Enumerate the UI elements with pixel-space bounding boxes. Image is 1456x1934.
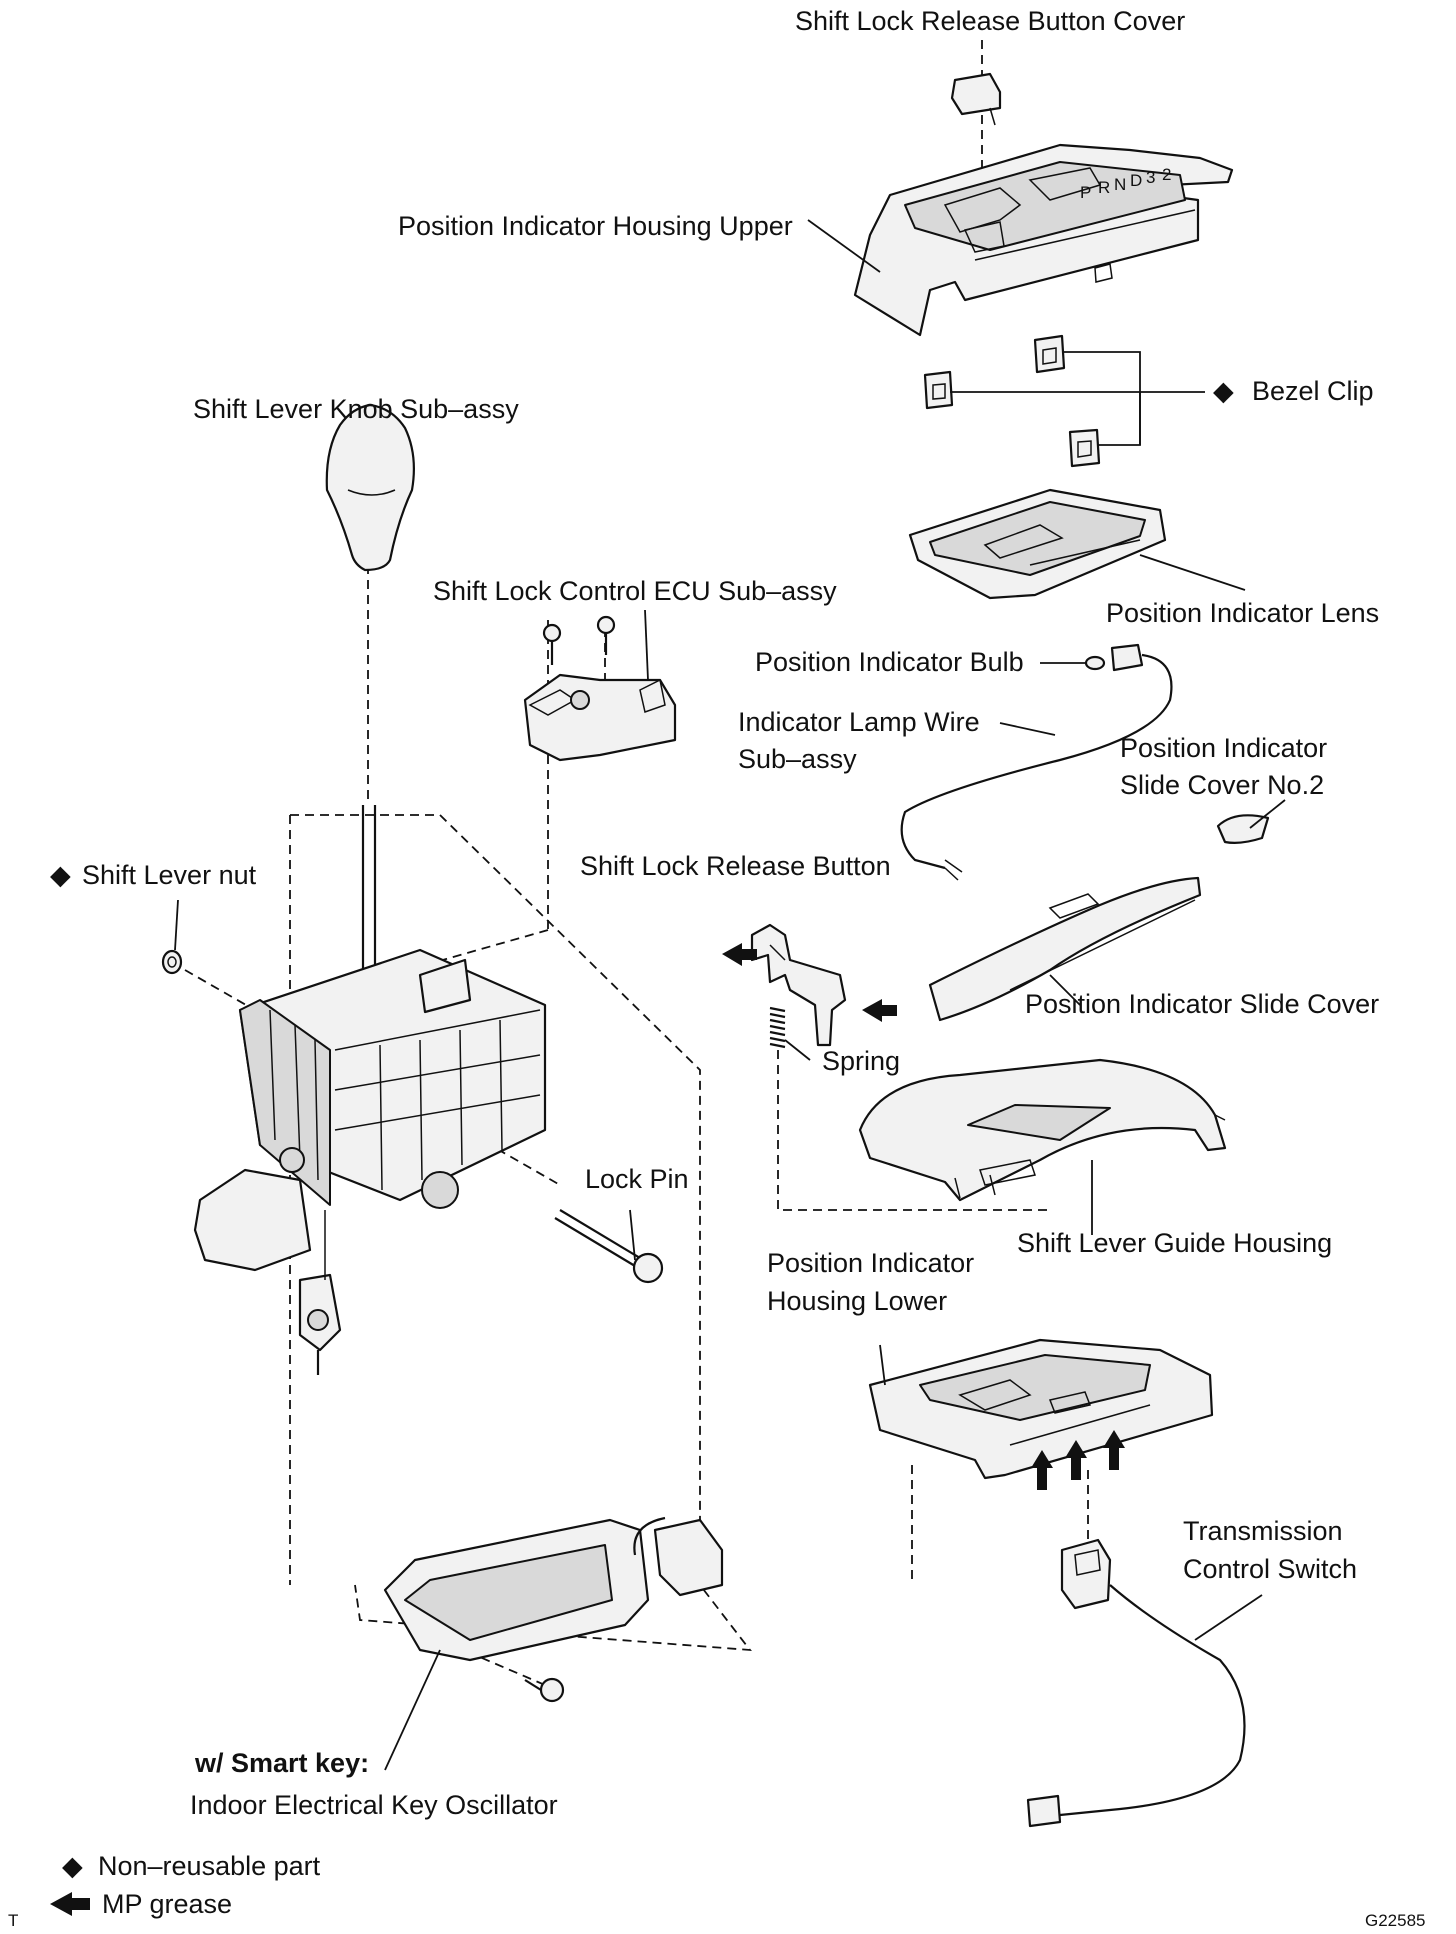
label-shift-lock-release-button: Shift Lock Release Button: [580, 851, 891, 881]
gear-letter-3: 3: [1146, 168, 1155, 187]
spring-part: [769, 1006, 786, 1049]
label-indicator-lamp-wire-line2: Sub–assy: [738, 744, 857, 774]
shift-lever-guide-housing-part: [858, 1058, 1227, 1202]
shift-lock-release-button-part: [750, 923, 847, 1047]
figure-code: G22585: [1365, 1911, 1426, 1930]
indicator-lamp-wire-part: [900, 643, 1173, 881]
grease-arrow-icon: [722, 943, 757, 966]
label-transmission-control-switch-line1: Transmission: [1183, 1516, 1343, 1546]
label-housing-lower-line2: Housing Lower: [767, 1286, 947, 1316]
label-shift-lever-knob-sub-assy: Shift Lever Knob Sub–assy: [193, 394, 519, 424]
label-shift-lock-release-button-cover: Shift Lock Release Button Cover: [795, 6, 1185, 36]
label-housing-lower-line1: Position Indicator: [767, 1248, 974, 1278]
label-shift-lever-nut: Shift Lever nut: [82, 860, 257, 890]
gear-letter-2: 2: [1162, 165, 1171, 184]
label-slide-cover-no2-line2: Slide Cover No.2: [1120, 770, 1324, 800]
label-shift-lever-guide-housing: Shift Lever Guide Housing: [1017, 1228, 1332, 1258]
label-indoor-electrical-key-oscillator: Indoor Electrical Key Oscillator: [190, 1790, 558, 1820]
position-indicator-slide-cover-part: [928, 876, 1202, 1022]
label-position-indicator-slide-cover: Position Indicator Slide Cover: [1025, 989, 1379, 1019]
legend: ◆ Non–reusable part MP grease T G22585: [8, 1851, 1426, 1930]
label-bezel-clip: Bezel Clip: [1252, 376, 1374, 406]
gear-letter-n: N: [1114, 175, 1126, 194]
mp-grease-arrows: [722, 943, 1125, 1490]
non-reusable-diamond-icon: ◆: [50, 860, 71, 890]
grease-arrow-icon: [1065, 1440, 1087, 1480]
legend-mp-grease: MP grease: [102, 1889, 232, 1919]
indoor-electrical-key-oscillator-part: [383, 1516, 724, 1703]
grease-arrow-icon: [1103, 1430, 1125, 1470]
position-indicator-housing-lower-part: [868, 1338, 1214, 1480]
shift-lock-control-ecu-part: [523, 615, 677, 762]
gear-letter-r: R: [1098, 178, 1110, 197]
lock-pin-part: [554, 1209, 664, 1284]
gear-letter-p: P: [1080, 183, 1091, 202]
gear-letter-d: D: [1130, 171, 1142, 190]
shift-lever-assembly-part: [193, 805, 547, 1375]
label-position-indicator-bulb: Position Indicator Bulb: [755, 647, 1024, 677]
label-shift-lock-control-ecu-sub-assy: Shift Lock Control ECU Sub–assy: [433, 576, 837, 606]
label-slide-cover-no2-line1: Position Indicator: [1120, 733, 1327, 763]
shift-lever-knob-part: [325, 403, 415, 572]
non-reusable-diamond-icon: ◆: [62, 1851, 83, 1881]
label-indicator-lamp-wire-line1: Indicator Lamp Wire: [738, 707, 980, 737]
shift-lever-nut-part: [161, 949, 183, 975]
label-position-indicator-housing-upper: Position Indicator Housing Upper: [398, 211, 793, 241]
non-reusable-diamond-icon: ◆: [1213, 376, 1234, 406]
label-transmission-control-switch-line2: Control Switch: [1183, 1554, 1357, 1584]
label-smart-key-condition: w/ Smart key:: [194, 1748, 369, 1778]
position-indicator-housing-upper-part: P R N D 3 2: [853, 143, 1234, 337]
grease-arrow-icon: [862, 999, 897, 1022]
shift-lock-release-button-cover-part: [950, 72, 1002, 126]
leader-lines: [174, 219, 1286, 1771]
label-position-indicator-lens: Position Indicator Lens: [1106, 598, 1379, 628]
transmission-control-switch-part: [1026, 1538, 1246, 1828]
position-indicator-lens-part: [908, 488, 1167, 600]
legend-non-reusable-part: Non–reusable part: [98, 1851, 321, 1881]
grease-arrow-icon: [1031, 1450, 1053, 1490]
position-indicator-slide-cover-no2-part: [1216, 814, 1270, 844]
bezel-clip-parts: [923, 334, 1101, 468]
part-labels: Shift Lock Release Button Cover Position…: [50, 6, 1379, 1820]
corner-mark-left: T: [8, 1911, 18, 1930]
label-lock-pin: Lock Pin: [585, 1164, 689, 1194]
arrow-left-icon: [50, 1892, 90, 1916]
label-spring: Spring: [822, 1046, 900, 1076]
